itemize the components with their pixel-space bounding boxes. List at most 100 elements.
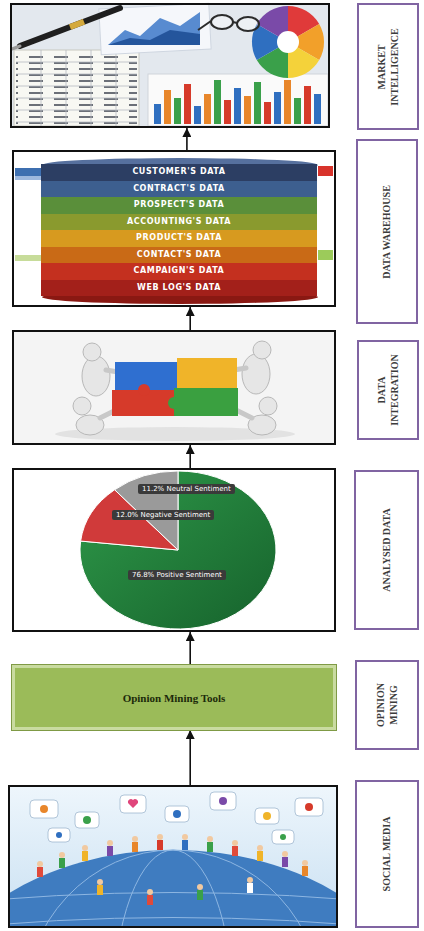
social-media-illustration	[97, 879, 103, 885]
social-media-illustration	[56, 832, 62, 838]
cylinder-band: ACCOUNTING'S DATA	[41, 214, 317, 231]
social-media-illustration	[147, 889, 153, 895]
social-media-illustration	[232, 840, 238, 846]
social-media-illustration	[272, 830, 294, 844]
market-intelligence-illustration	[20, 8, 120, 46]
puzzle-team-illustration	[253, 341, 271, 359]
market-intelligence-illustration	[16, 86, 137, 87]
social-media-illustration	[207, 836, 213, 842]
market-intelligence-illustration	[254, 82, 261, 124]
heading-box: DATA INTEGRATION	[357, 340, 419, 440]
market-intelligence-illustration	[16, 110, 137, 111]
heading-box: DATA WAREHOUSE	[356, 139, 418, 324]
market-intelligence-illustration	[14, 50, 139, 126]
market-intelligence-illustration	[284, 80, 291, 124]
social-media-illustration	[210, 792, 236, 810]
market-intelligence-illustration	[154, 80, 321, 124]
social-media-illustration	[302, 866, 308, 876]
social-media-illustration	[8, 850, 338, 928]
social-media-illustration	[107, 840, 113, 846]
market-intelligence-illustration	[148, 74, 328, 126]
sentiment-label: 11.2% Neutral Sentiment	[138, 484, 235, 494]
market-intelligence-illustration	[214, 80, 221, 124]
social-media-illustration	[40, 797, 313, 840]
market-intelligence-illustration	[184, 84, 191, 124]
data-warehouse-illustration	[318, 166, 333, 176]
data-warehouse-illustration	[15, 168, 42, 176]
social-media-illustration	[173, 810, 181, 818]
puzzle-team-illustration	[236, 410, 252, 418]
social-media-illustration	[30, 800, 58, 818]
puzzle-team-illustration	[242, 354, 270, 394]
puzzle-team-illustration	[174, 388, 238, 416]
data-warehouse-illustration	[12, 150, 336, 307]
market-intelligence-illustration	[154, 104, 161, 124]
band-label: PRODUCT'S DATA	[136, 234, 222, 242]
social-media-illustration	[132, 836, 138, 842]
puzzle-team-illustration	[82, 356, 110, 396]
social-media-illustration	[263, 812, 271, 820]
social-media-illustration	[120, 795, 146, 813]
heading-box: ANALYSED DATA	[354, 470, 419, 630]
market-intelligence-illustration	[211, 15, 233, 29]
band-label: CONTACT'S DATA	[137, 251, 221, 259]
tool-box: OPINION MININGOpinion Mining Tools	[12, 665, 336, 730]
data-warehouse-illustration	[15, 255, 42, 261]
social-media-illustration	[128, 799, 138, 808]
social-media-illustration	[107, 846, 113, 856]
cylinder-band: CUSTOMER'S DATA	[41, 164, 317, 181]
market-intelligence-illustration	[304, 86, 311, 124]
social-media-illustration	[8, 893, 338, 906]
market-intelligence-illustration	[244, 96, 251, 124]
market-intelligence-illustration	[16, 62, 137, 63]
stage-heading: SOCIAL MEDIA	[381, 787, 394, 921]
sentiment-label: 76.8% Positive Sentiment	[128, 570, 226, 580]
social-media-illustration	[157, 840, 163, 850]
social-media-illustration	[157, 834, 163, 840]
market-intelligence-illustration	[274, 92, 281, 124]
market-intelligence-illustration	[16, 98, 137, 99]
data-warehouse-illustration	[318, 250, 333, 260]
market-intelligence-illustration	[204, 94, 211, 124]
sentiment-pie-chart	[12, 468, 336, 632]
market-intelligence-illustration	[294, 98, 301, 124]
social-media-illustration	[255, 808, 279, 824]
flow-arrow	[189, 307, 191, 330]
social-media-illustration	[8, 850, 338, 928]
band-label: CUSTOMER'S DATA	[132, 168, 225, 176]
social-media-illustration	[257, 845, 263, 851]
social-media-illustration	[8, 785, 338, 928]
market-intelligence-illustration	[224, 100, 231, 124]
market-intelligence-illustration	[91, 50, 92, 126]
social-media-illustration	[302, 860, 308, 866]
stage-heading: MARKET INTELLIGENCE	[376, 10, 401, 123]
sentiment-pie-chart	[80, 471, 276, 629]
market-intelligence-illustration	[174, 98, 181, 124]
social-media-illustration	[165, 806, 189, 822]
cylinder-band: CAMPAIGN'S DATA	[41, 263, 317, 280]
market-intelligence-illustration	[237, 17, 259, 31]
market-intelligence-illustration	[116, 50, 117, 126]
puzzle-team-illustration	[73, 397, 91, 415]
stage-heading: DATA INTEGRATION	[376, 347, 401, 433]
tool-label: Opinion Mining Tools	[115, 688, 234, 708]
social-media-illustration	[247, 877, 253, 883]
social-media-illustration	[30, 792, 323, 844]
social-media-illustration	[82, 851, 88, 861]
band-label: ACCOUNTING'S DATA	[127, 218, 231, 226]
illustration-frame: DATA INTEGRATION	[12, 330, 336, 445]
social-media-illustration	[282, 851, 288, 857]
market-intelligence-illustration	[194, 106, 201, 124]
illustration-frame: SOCIAL MEDIA	[8, 785, 338, 928]
band-label: PROSPECT'S DATA	[134, 201, 224, 209]
band-label: WEB LOG'S DATA	[137, 284, 221, 292]
cylinder-band: PRODUCT'S DATA	[41, 230, 317, 247]
social-media-illustration	[207, 842, 213, 852]
market-intelligence-illustration	[70, 22, 84, 27]
illustration-frame: MARKET INTELLIGENCE	[10, 3, 330, 128]
social-media-illustration	[182, 834, 188, 840]
social-media-illustration	[247, 883, 253, 893]
social-media-illustration	[59, 858, 65, 868]
social-media-illustration	[113, 850, 233, 928]
